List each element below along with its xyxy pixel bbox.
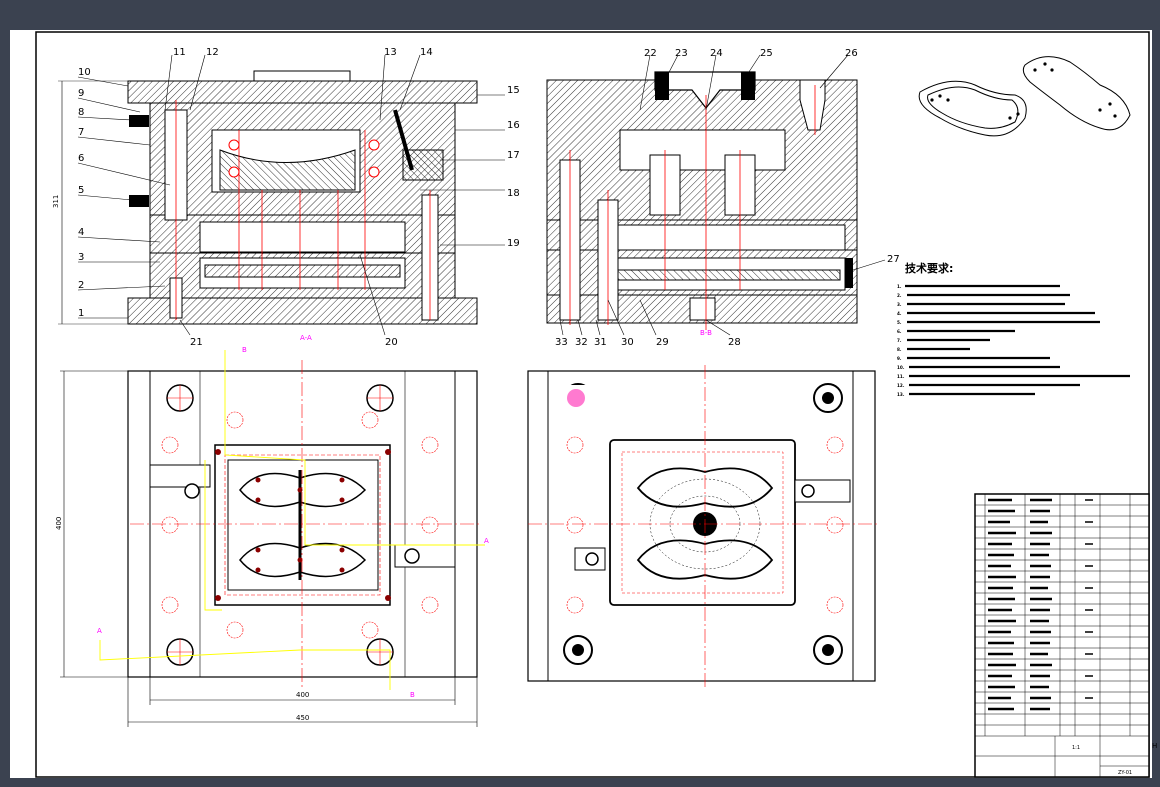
section-marker-bb: B-B bbox=[700, 329, 712, 337]
tech-item-3: 3. bbox=[897, 302, 902, 307]
section-view-right bbox=[546, 71, 858, 330]
tech-item-12: 12. bbox=[897, 383, 905, 388]
part-label-27: 27 bbox=[887, 254, 900, 265]
tech-item-6: 6. bbox=[897, 329, 902, 334]
part-label-8: 8 bbox=[78, 107, 84, 118]
part-label-29: 29 bbox=[656, 337, 669, 348]
tech-item-9: 9. bbox=[897, 356, 902, 361]
part-label-15: 15 bbox=[507, 85, 520, 96]
tech-item-1: 1. bbox=[897, 284, 902, 289]
tech-item-11: 11. bbox=[897, 374, 905, 379]
section-marker-aa: A-A bbox=[300, 334, 312, 342]
title-block-ratio: 1:1 bbox=[1072, 745, 1080, 751]
part-label-4: 4 bbox=[78, 227, 84, 238]
part-label-22: 22 bbox=[644, 48, 657, 59]
part-label-33: 33 bbox=[555, 337, 568, 348]
tech-item-2: 2. bbox=[897, 293, 902, 298]
corner-mark: H bbox=[1152, 742, 1157, 750]
tech-item-7: 7. bbox=[897, 338, 902, 343]
part-label-25: 25 bbox=[760, 48, 773, 59]
part-label-19: 19 bbox=[507, 238, 520, 249]
part-label-23: 23 bbox=[675, 48, 688, 59]
dim-width-outer: 450 bbox=[296, 714, 309, 722]
plan-view-left bbox=[99, 350, 485, 690]
part-label-31: 31 bbox=[594, 337, 607, 348]
part-label-14: 14 bbox=[420, 47, 433, 58]
part-label-26: 26 bbox=[845, 48, 858, 59]
title-bar bbox=[0, 0, 1160, 30]
marker-b-bottom: B bbox=[410, 691, 415, 699]
part-label-28: 28 bbox=[728, 337, 741, 348]
part-label-18: 18 bbox=[507, 188, 520, 199]
leaders-right bbox=[559, 54, 886, 336]
part-labels-right: 22 23 24 25 26 27 28 29 30 31 32 33 bbox=[555, 48, 900, 348]
tech-requirements: 技术要求: 1. 2. 3. 4. 5. 6. 7. 8. 9. 10. 11.… bbox=[897, 261, 1130, 397]
tech-title: 技术要求: bbox=[905, 261, 953, 275]
part-label-5: 5 bbox=[78, 185, 84, 196]
part-label-6: 6 bbox=[78, 153, 84, 164]
part-label-1: 1 bbox=[78, 308, 84, 319]
part-label-20: 20 bbox=[385, 337, 398, 348]
product-sketch bbox=[918, 56, 1131, 137]
part-labels-left: 1 2 3 4 5 6 7 8 9 10 11 12 13 14 15 16 1… bbox=[78, 47, 520, 348]
part-label-21: 21 bbox=[190, 337, 203, 348]
marker-b-top: B bbox=[242, 346, 247, 354]
dim-width-inner: 400 bbox=[296, 691, 309, 699]
section-view-left bbox=[127, 70, 478, 325]
title-block: 1:1 ZY-01 bbox=[974, 493, 1150, 778]
tech-item-8: 8. bbox=[897, 347, 902, 352]
status-bar bbox=[0, 778, 1160, 787]
part-label-17: 17 bbox=[507, 150, 520, 161]
marker-a-right: A bbox=[484, 537, 489, 545]
tech-item-13: 13. bbox=[897, 392, 905, 397]
part-label-30: 30 bbox=[621, 337, 634, 348]
part-label-12: 12 bbox=[206, 47, 219, 58]
part-label-13: 13 bbox=[384, 47, 397, 58]
part-label-9: 9 bbox=[78, 88, 84, 99]
marker-a-left: A bbox=[97, 627, 102, 635]
part-label-24: 24 bbox=[710, 48, 723, 59]
right-frame bbox=[1152, 30, 1160, 787]
drawing-border bbox=[35, 31, 1150, 778]
title-block-drawing-no: ZY-01 bbox=[1118, 770, 1132, 776]
dim-height-left: 311 bbox=[52, 195, 60, 208]
part-label-2: 2 bbox=[78, 280, 84, 291]
part-label-11: 11 bbox=[173, 47, 186, 58]
leaders-left bbox=[77, 54, 505, 336]
part-label-7: 7 bbox=[78, 127, 84, 138]
dim-height-plan: 400 bbox=[55, 517, 63, 530]
dim-311: 311 bbox=[52, 80, 128, 325]
tech-item-10: 10. bbox=[897, 365, 905, 370]
dims-plan bbox=[60, 370, 478, 727]
part-label-16: 16 bbox=[507, 120, 520, 131]
tech-item-4: 4. bbox=[897, 311, 902, 316]
part-label-32: 32 bbox=[575, 337, 588, 348]
tech-item-5: 5. bbox=[897, 320, 902, 325]
plan-view-right bbox=[527, 365, 880, 690]
part-label-3: 3 bbox=[78, 252, 84, 263]
part-label-10: 10 bbox=[78, 67, 91, 78]
left-frame bbox=[0, 30, 10, 787]
